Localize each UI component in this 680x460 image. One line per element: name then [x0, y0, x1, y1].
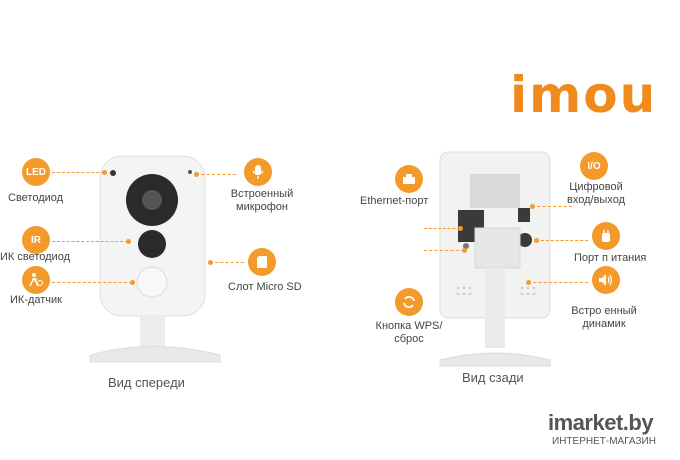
caption-back: Вид сзади — [462, 370, 524, 385]
imou-logo: imou — [510, 66, 658, 124]
speaker-icon — [592, 266, 620, 294]
motion-sensor-icon — [22, 266, 50, 294]
label-power: Порт п итания — [574, 252, 647, 264]
label-mic: Встроенный микрофон — [230, 188, 294, 213]
microphone-icon — [244, 158, 272, 186]
watermark-logo: imarket.by — [548, 410, 654, 435]
label-io: Цифровой вход/выход — [567, 181, 625, 206]
label-ethernet: Ethernet-порт — [360, 195, 429, 207]
label-ir-led: ИК светодиод — [0, 251, 70, 263]
io-icon: I/O — [580, 152, 608, 180]
sd-card-icon — [248, 248, 276, 276]
watermark-subtitle: ИНТЕРНЕТ-МАГАЗИН — [552, 436, 656, 447]
camera-back-image — [439, 151, 551, 367]
label-wps: Кнопка WPS/сброс — [375, 320, 443, 345]
power-plug-icon — [592, 222, 620, 250]
led-icon: LED — [22, 158, 50, 186]
camera-front-image — [89, 155, 221, 363]
reset-icon — [395, 288, 423, 316]
label-sd: Слот Micro SD — [228, 281, 302, 293]
label-led: Светодиод — [8, 192, 64, 204]
caption-front: Вид спереди — [108, 375, 185, 390]
ir-icon: IR — [22, 226, 50, 254]
label-speaker: Встро енный динамик — [571, 305, 637, 330]
ethernet-icon — [395, 165, 423, 193]
label-ir-sensor: ИК-датчик — [10, 294, 62, 306]
